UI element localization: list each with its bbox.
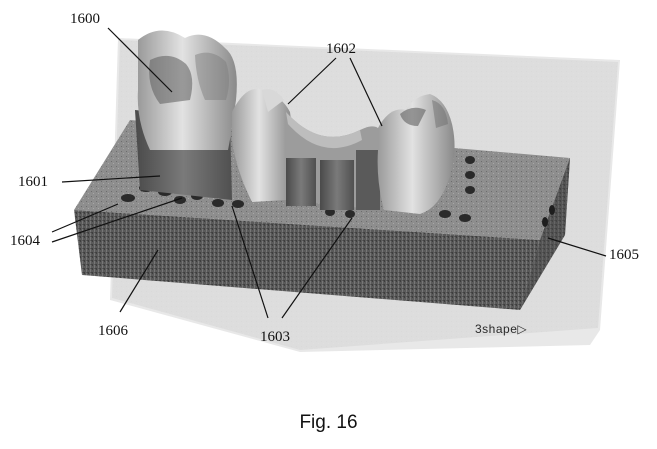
leader-1604-a [51,203,119,233]
brand-text: 3shape [475,322,518,336]
brand-watermark: 3shape▷ [475,322,527,336]
middle-stump-c [356,150,380,210]
ref-1603: 1603 [260,329,290,345]
ref-1600: 1600 [70,11,100,27]
leader-1603-b [281,217,353,319]
leader-1601 [61,175,161,183]
leader-1604-b [51,197,183,243]
leader-1602-a [287,57,337,105]
ref-1602: 1602 [326,41,356,57]
leader-1606 [119,249,159,313]
ref-1605: 1605 [609,247,639,263]
leader-1603-a [231,205,269,319]
triangle-icon: ▷ [517,322,528,336]
figure-caption: Fig. 16 [299,412,358,433]
right-crown [377,94,455,214]
leader-1602-b [349,57,383,127]
ref-1604: 1604 [10,233,40,249]
middle-stump-a [286,158,316,206]
leader-lines [51,27,607,319]
ref-1601: 1601 [18,174,48,190]
side-holes [542,205,555,227]
pin-holes-right [439,156,475,222]
leader-1605 [547,237,607,257]
left-crown [232,88,293,202]
base-front-face [74,210,540,310]
middle-stump-b [320,160,354,210]
ref-1606: 1606 [98,323,128,339]
leader-1600 [107,27,173,93]
